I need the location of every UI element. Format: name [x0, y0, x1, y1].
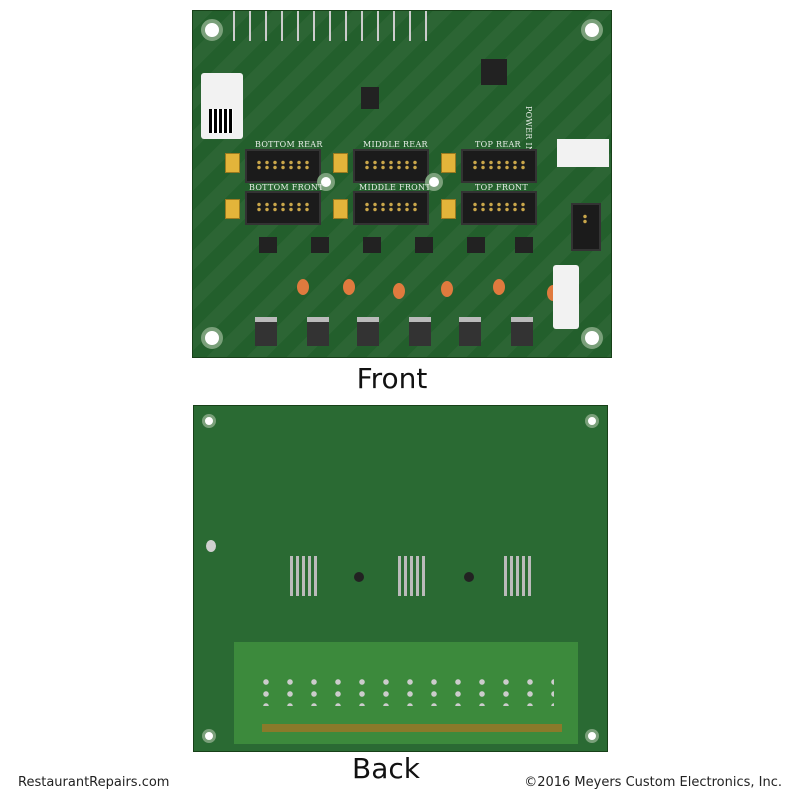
capacitor: [441, 153, 456, 173]
mounting-hole: [201, 19, 223, 41]
label-middle-rear: MIDDLE REAR: [363, 140, 428, 149]
solder-pads: [290, 556, 320, 596]
solder-joints: [254, 676, 554, 706]
capacitor: [225, 199, 240, 219]
capacitor: [333, 153, 348, 173]
qr-label: [201, 73, 243, 139]
label-middle-front: MIDDLE FRONT: [359, 183, 431, 192]
caption-front: Front: [356, 362, 428, 395]
ic-chip: [361, 87, 379, 109]
capacitor: [333, 199, 348, 219]
front-board-photo: POWER INPUT BOTTOM REAR MIDDLE REAR TOP …: [192, 10, 612, 358]
label-bottom-rear: BOTTOM REAR: [255, 140, 323, 149]
through-hole: [354, 572, 364, 582]
mounting-hole: [425, 173, 443, 191]
trace: [262, 724, 562, 732]
varistor: [441, 281, 453, 297]
mounting-hole: [202, 414, 216, 428]
mounting-hole: [581, 19, 603, 41]
varistor: [343, 279, 355, 295]
caption-back: Back: [352, 752, 420, 785]
varistor: [493, 279, 505, 295]
power-transistor: [255, 317, 277, 346]
mounting-hole: [317, 173, 335, 191]
terminal-pins: [233, 11, 433, 41]
power-connector: [557, 139, 609, 167]
through-hole: [464, 572, 474, 582]
transistor: [415, 237, 433, 253]
header-middle-rear: [353, 149, 429, 183]
barcode-label: [553, 265, 579, 329]
back-board-photo: [193, 405, 608, 752]
transistor: [363, 237, 381, 253]
label-top-rear: TOP REAR: [475, 140, 521, 149]
microcontroller-chip: [481, 59, 507, 85]
solder-pads: [504, 556, 534, 596]
transistor: [259, 237, 277, 253]
label-top-front: TOP FRONT: [475, 183, 528, 192]
site-name: RestaurantRepairs.com: [18, 775, 170, 790]
mounting-hole: [202, 729, 216, 743]
power-transistor: [459, 317, 481, 346]
transistor: [311, 237, 329, 253]
power-transistor: [409, 317, 431, 346]
capacitor: [441, 199, 456, 219]
header-middle-front: [353, 191, 429, 225]
label-bottom-front: BOTTOM FRONT: [249, 183, 324, 192]
power-transistor: [511, 317, 533, 346]
mounting-hole: [201, 327, 223, 349]
solder-pad: [206, 540, 216, 552]
capacitor: [225, 153, 240, 173]
header-bottom-rear: [245, 149, 321, 183]
side-header: [571, 203, 601, 251]
solder-pads: [398, 556, 428, 596]
transistor: [467, 237, 485, 253]
varistor: [393, 283, 405, 299]
mounting-hole: [581, 327, 603, 349]
power-transistor: [307, 317, 329, 346]
transistor: [515, 237, 533, 253]
copyright: ©2016 Meyers Custom Electronics, Inc.: [524, 775, 782, 790]
mounting-hole: [585, 414, 599, 428]
header-bottom-front: [245, 191, 321, 225]
header-top-rear: [461, 149, 537, 183]
header-top-front: [461, 191, 537, 225]
varistor: [297, 279, 309, 295]
power-transistor: [357, 317, 379, 346]
mounting-hole: [585, 729, 599, 743]
